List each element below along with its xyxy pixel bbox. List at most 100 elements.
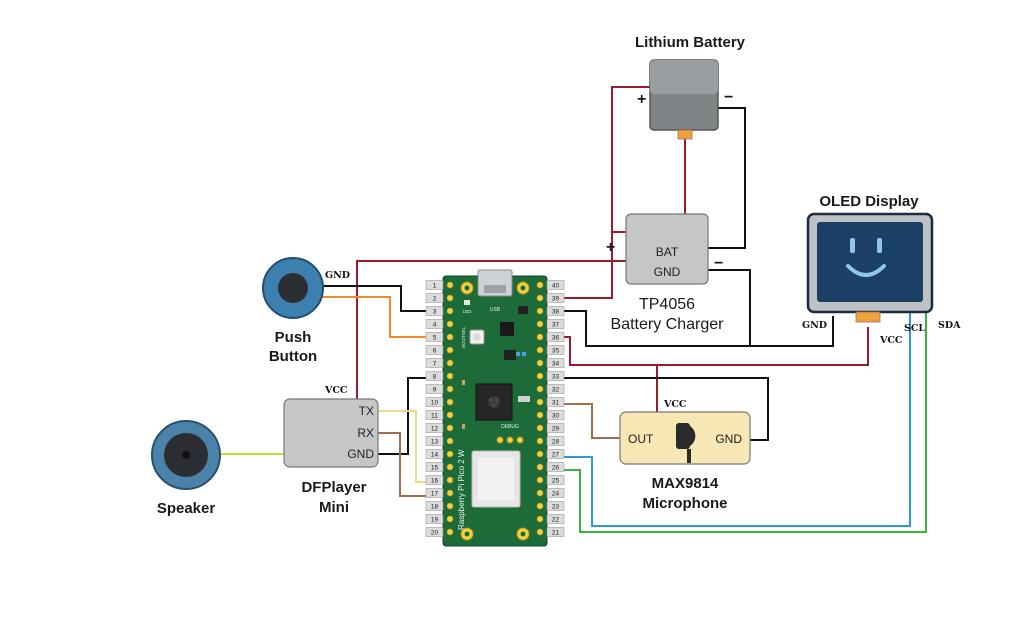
pico-pin-left-6 (425, 345, 444, 355)
pico-pin-number: 32 (552, 386, 560, 393)
pico-pin-number: 24 (552, 490, 560, 497)
battery-plus-label: + (637, 91, 646, 108)
pico-debug-pad (506, 436, 514, 444)
pico-small-chip (504, 350, 516, 360)
pico-pad-left-19 (446, 515, 454, 523)
wire-battery-positive (611, 86, 650, 233)
pico-pin-number: 37 (552, 321, 560, 328)
pico-pad-left-9 (446, 385, 454, 393)
wire-dfplayer-gnd (378, 377, 430, 455)
pico-pad-right-38 (536, 307, 544, 315)
pico-pin-number: 28 (552, 438, 560, 445)
pico-pin-number: 8 (433, 373, 437, 380)
pico-debug-label: DEBUG (501, 424, 519, 430)
pico-pin-right-23 (546, 501, 565, 511)
wire-dfplayer-rx (378, 432, 430, 497)
max9814-microphone: VCC OUT GND MAX9814 Microphone (619, 399, 751, 512)
pico-pin-number: 21 (552, 529, 560, 536)
pico-pin-number: 35 (552, 347, 560, 354)
pico-pin-number: 3 (433, 308, 437, 315)
wire-button-signal (318, 296, 430, 338)
pico-pin-number: 25 (552, 477, 560, 484)
pico-pin-left-17 (425, 488, 444, 498)
pico-pad-right-36 (536, 333, 544, 341)
pico-pad-left-11 (446, 411, 454, 419)
button-title-line2: Button (269, 348, 317, 365)
pico-pin-number: 40 (552, 282, 560, 289)
oled-screen (817, 222, 923, 302)
pico-pad-left-20 (446, 528, 454, 536)
pico-pin-left-7 (425, 358, 444, 368)
pico-pin-number: 26 (552, 464, 560, 471)
pico-cap (462, 380, 465, 385)
pico-pin-left-9 (425, 384, 444, 394)
pico-pad-right-34 (536, 359, 544, 367)
pico-pad-right-27 (536, 450, 544, 458)
pico-pad-right-24 (536, 489, 544, 497)
dfplayer-tx-label: TX (359, 404, 374, 418)
pico-pad-right-26 (536, 463, 544, 471)
push-button: GND Push Button (262, 257, 350, 365)
wire-battery-negative (708, 107, 746, 249)
pico-pin-number: 18 (431, 503, 439, 510)
oled-display: OLED Display GND VCC SCL SDA (802, 193, 961, 346)
wire-vcc-dfplayer (356, 260, 626, 399)
pico-debug-pad (516, 436, 524, 444)
wire-mic-out (559, 403, 620, 439)
charger-title-line1: TP4056 (639, 296, 695, 313)
pico-pin-number: 23 (552, 503, 560, 510)
wire-3v3 (559, 327, 869, 366)
raspberry-pi-logo-icon (488, 396, 500, 408)
pico-pad-left-10 (446, 398, 454, 406)
pico-pin-right-26 (546, 462, 565, 472)
pico-pad-right-21 (536, 528, 544, 536)
lithium-battery: Lithium Battery + − (635, 34, 746, 140)
pico-pin-right-28 (546, 436, 565, 446)
pico-pin-right-38 (546, 306, 565, 316)
wires (220, 86, 927, 533)
dfplayer-mini: VCC TX RX GND DFPlayer Mini (283, 385, 379, 516)
pico-pin-right-21 (546, 527, 565, 537)
pico-pad-left-17 (446, 489, 454, 497)
pico-pad-left-16 (446, 476, 454, 484)
oled-scl-label: SCL (904, 323, 925, 334)
dfplayer-title-line2: Mini (319, 499, 349, 516)
pico-pad-right-37 (536, 320, 544, 328)
pico-pad-right-29 (536, 424, 544, 432)
speaker-title: Speaker (157, 500, 216, 517)
speaker: Speaker (151, 420, 221, 517)
pico-pin-number: 15 (431, 464, 439, 471)
pico-pad-right-28 (536, 437, 544, 445)
speaker-dust-cap (182, 451, 190, 459)
wire-sda (559, 312, 927, 533)
pico-pin-left-5 (425, 332, 444, 342)
pico-pin-number: 13 (431, 438, 439, 445)
tp4056-charger: BAT GND + − TP4056 Battery Charger (606, 213, 724, 333)
pico-pin-right-36 (546, 332, 565, 342)
pico-pin-number: 30 (552, 412, 560, 419)
pico-board-name: Raspberry Pi Pico 2 W (457, 449, 466, 530)
pico-pin-number: 5 (433, 334, 437, 341)
push-button-cap (278, 273, 308, 303)
pico-pad-right-32 (536, 385, 544, 393)
pico-pad-left-18 (446, 502, 454, 510)
pico-pad-left-12 (446, 424, 454, 432)
charger-plus-label: + (606, 239, 615, 256)
charger-bat-label: BAT (656, 245, 679, 259)
pico-crystal (518, 396, 530, 402)
pico-pin-left-12 (425, 423, 444, 433)
charger-gnd-label: GND (654, 265, 681, 279)
pico-pin-number: 9 (433, 386, 437, 393)
pico-pad-right-30 (536, 411, 544, 419)
pico-pin-number: 22 (552, 516, 560, 523)
pico-cap (462, 424, 465, 429)
oled-title: OLED Display (819, 193, 919, 210)
wire-pico-gnd-38 (559, 310, 750, 347)
pico-pin-number: 4 (433, 321, 437, 328)
pico-pin-number: 12 (431, 425, 439, 432)
pico-regulator (518, 306, 528, 314)
mic-out-label: OUT (628, 432, 654, 446)
pico-pin-right-24 (546, 488, 565, 498)
pico-pin-right-35 (546, 345, 565, 355)
pico-flash-chip (500, 322, 514, 336)
